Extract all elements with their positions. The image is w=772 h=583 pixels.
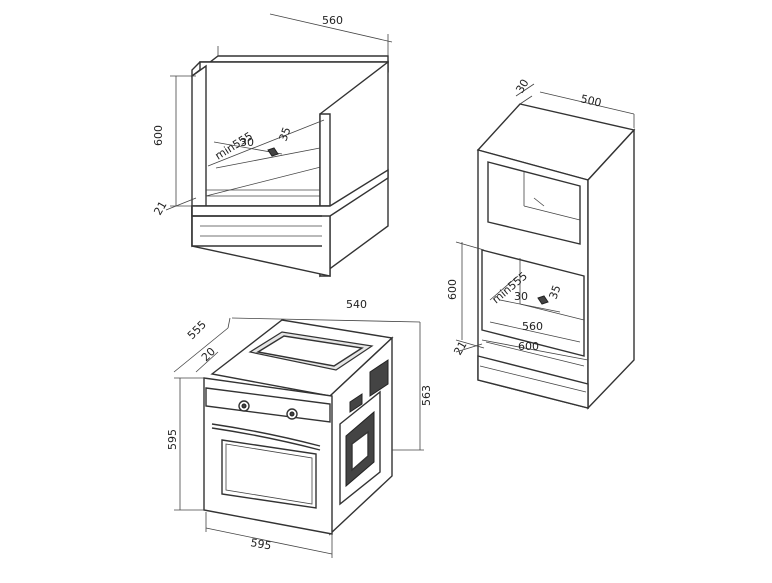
tall-height-label: 600 (446, 279, 459, 300)
oven-height-left-label: 595 (166, 429, 179, 450)
oven-depth-side-label: 555 (185, 318, 209, 342)
tall-bottom-label: 21 (451, 339, 469, 358)
base-dim30-label: 30 (240, 136, 254, 149)
tall-depth-label: 500 (579, 92, 602, 109)
base-cabinet: 560 600 21 min555 30 35 (151, 13, 393, 278)
base-height-label: 600 (152, 125, 165, 146)
base-width-label: 560 (322, 14, 343, 27)
tall-cabinet: 30 500 600 21 min555 30 35 560 600 (446, 77, 636, 410)
tall-dim35-label: 35 (547, 283, 564, 301)
oven-front-panel-label: 20 (199, 345, 218, 364)
base-dim35-label: 35 (277, 125, 294, 143)
base-bottom-label: 21 (151, 199, 169, 218)
tall-dim30-label: 30 (514, 290, 528, 303)
oven-width-bottom-label: 595 (249, 536, 272, 552)
tall-top-label: 30 (513, 77, 531, 96)
tall-inner-width-label: 560 (522, 320, 543, 333)
oven: 540 555 20 595 563 595 (166, 298, 433, 558)
tall-outer-width-label: 600 (518, 340, 539, 353)
oven-depth-top-label: 540 (346, 298, 367, 311)
oven-height-right-label: 563 (420, 385, 433, 406)
